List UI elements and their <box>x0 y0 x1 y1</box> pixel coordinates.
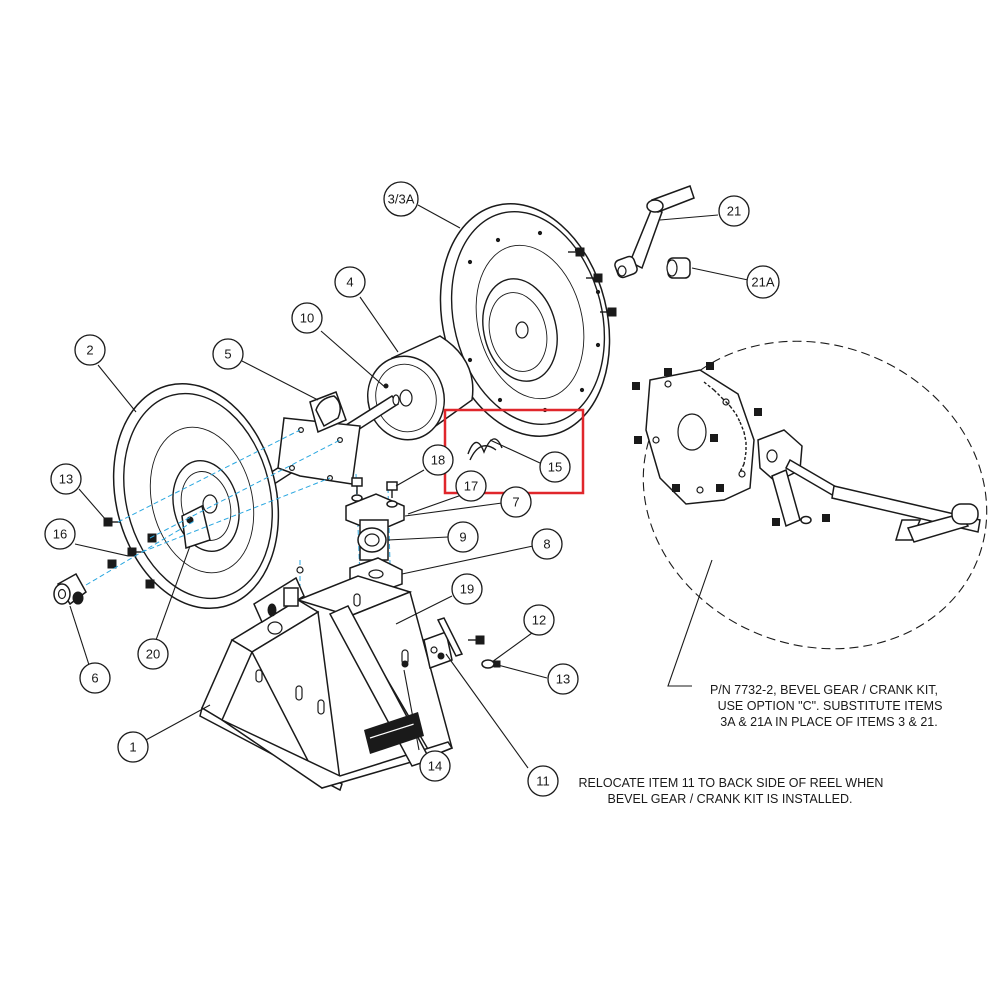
svg-text:3/3A: 3/3A <box>388 192 415 207</box>
kit-note-line-3: 3A & 21A IN PLACE OF ITEMS 3 & 21. <box>720 715 937 729</box>
svg-text:6: 6 <box>91 671 98 686</box>
callout-2: 2 <box>74 334 106 366</box>
relocate-note: RELOCATE ITEM 11 TO BACK SIDE OF REEL WH… <box>579 776 884 806</box>
kit-note-line-2: USE OPTION "C". SUBSTITUTE ITEMS <box>718 699 943 713</box>
hose-clip-part <box>467 438 503 461</box>
callout-14: 14 <box>419 750 451 782</box>
kit-note-line-1: P/N 7732-2, BEVEL GEAR / CRANK KIT, <box>710 683 938 697</box>
svg-text:8: 8 <box>543 537 550 552</box>
svg-text:2: 2 <box>86 343 93 358</box>
svg-text:21A: 21A <box>751 275 774 290</box>
callout-15: 15 <box>539 451 571 483</box>
bearing-block <box>345 477 405 595</box>
reel-drum <box>367 335 474 441</box>
relocate-note-line-1: RELOCATE ITEM 11 TO BACK SIDE OF REEL WH… <box>579 776 884 790</box>
callout-21a: 21A <box>746 265 780 299</box>
svg-text:18: 18 <box>431 453 445 468</box>
shaft-assembly <box>260 391 400 490</box>
callout-7: 7 <box>500 486 532 518</box>
crank-handle <box>614 185 695 279</box>
base-nameplate <box>364 712 424 754</box>
callout-21: 21 <box>718 195 750 227</box>
svg-text:9: 9 <box>459 530 466 545</box>
svg-text:16: 16 <box>53 527 67 542</box>
callout-1: 1 <box>117 731 149 763</box>
svg-text:13: 13 <box>59 472 73 487</box>
callout-20: 20 <box>137 638 169 670</box>
callout-13-left: 13 <box>50 463 82 495</box>
kit-note: P/N 7732-2, BEVEL GEAR / CRANK KIT, USE … <box>710 683 942 729</box>
base-frame <box>199 566 454 792</box>
guide-arm <box>423 617 501 669</box>
svg-text:1: 1 <box>129 740 136 755</box>
callout-16: 16 <box>44 518 76 550</box>
callout-19: 19 <box>451 573 483 605</box>
svg-text:10: 10 <box>300 311 314 326</box>
svg-text:12: 12 <box>532 613 546 628</box>
svg-text:19: 19 <box>460 582 474 597</box>
swivel-fitting <box>53 572 87 606</box>
svg-text:15: 15 <box>548 460 562 475</box>
callout-4: 4 <box>334 266 366 298</box>
svg-text:20: 20 <box>146 647 160 662</box>
callout-3-3a: 3/3A <box>383 181 419 217</box>
svg-text:21: 21 <box>727 204 741 219</box>
bevel-gear-kit-detail <box>632 362 981 543</box>
svg-text:14: 14 <box>428 759 442 774</box>
callout-11: 11 <box>527 765 559 797</box>
front-disc-bolts <box>103 517 157 589</box>
svg-text:4: 4 <box>346 275 353 290</box>
callout-8: 8 <box>531 528 563 560</box>
callout-10: 10 <box>291 302 323 334</box>
svg-text:5: 5 <box>224 347 231 362</box>
callout-6: 6 <box>79 662 111 694</box>
crank-sleeve <box>666 257 691 279</box>
callout-13-right: 13 <box>547 663 579 695</box>
kit-detail-boundary <box>642 340 988 650</box>
rear-disc-bolts <box>568 247 617 317</box>
relocate-note-line-2: BEVEL GEAR / CRANK KIT IS INSTALLED. <box>608 792 853 806</box>
svg-text:11: 11 <box>536 774 550 789</box>
callout-5: 5 <box>212 338 244 370</box>
callout-9: 9 <box>447 521 479 553</box>
front-reel-disc <box>112 382 280 610</box>
callout-17: 17 <box>455 470 487 502</box>
svg-text:13: 13 <box>556 672 570 687</box>
svg-text:7: 7 <box>512 495 519 510</box>
callout-18: 18 <box>422 444 454 476</box>
svg-text:17: 17 <box>464 479 478 494</box>
callout-12: 12 <box>523 604 555 636</box>
